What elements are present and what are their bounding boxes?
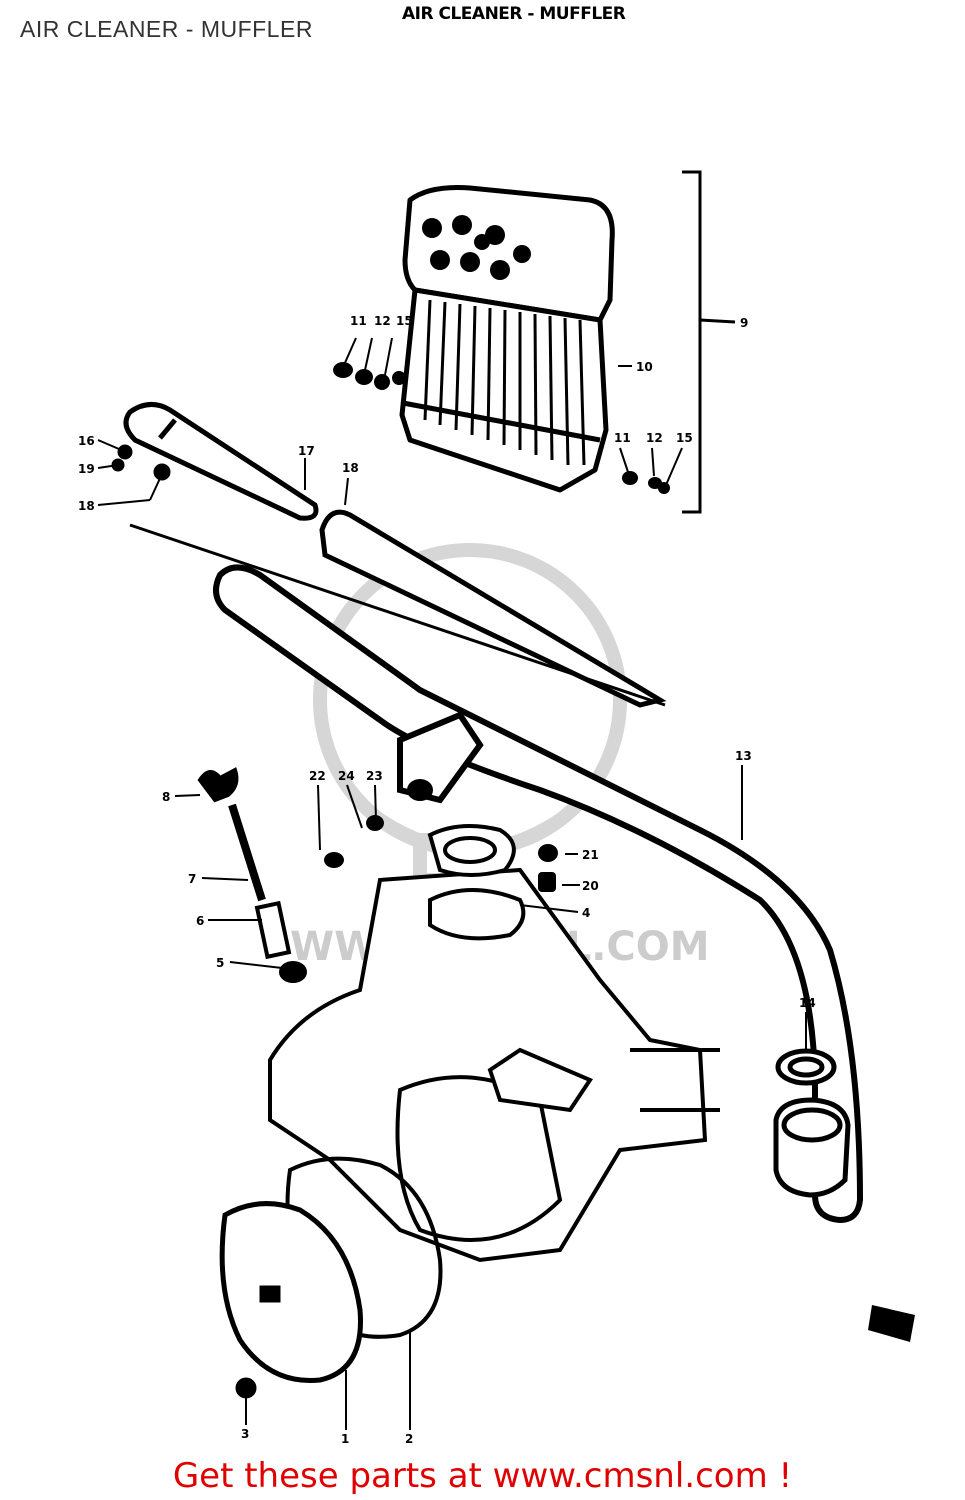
callout-6: 6 [196, 914, 204, 928]
callout-19: 19 [78, 462, 95, 476]
page-title: AIR CLEANER - MUFFLER [20, 16, 313, 42]
callout-numbers: 9 10 11 12 15 11 12 15 16 19 18 17 13 18… [78, 314, 816, 1446]
callout-1: 1 [341, 1432, 349, 1446]
callout-16: 16 [78, 434, 95, 448]
callout-14: 14 [799, 996, 816, 1010]
assembly-bracket [682, 170, 736, 514]
callout-22: 22 [309, 769, 326, 783]
intake-hose [319, 509, 667, 708]
air-cleaner-assembly [399, 185, 615, 493]
intake-tube [111, 402, 319, 521]
callout-4: 4 [582, 906, 590, 920]
crankcase-cover [219, 1201, 363, 1399]
callout-11: 11 [350, 314, 367, 328]
bracket-fasteners [324, 815, 558, 892]
muffler [773, 1048, 851, 1198]
callout-10: 10 [636, 360, 653, 374]
callout-13: 13 [735, 749, 752, 763]
callout-8: 8 [162, 790, 170, 804]
callout-7: 7 [188, 872, 196, 886]
footer-parts-link[interactable]: Get these parts at www.cmsnl.com ! [172, 1456, 793, 1496]
leader-lines [97, 337, 807, 1430]
callout-15: 15 [396, 314, 413, 328]
callout-3: 3 [241, 1427, 249, 1441]
air-cleaner-fasteners [333, 362, 670, 494]
rubber-damper [868, 1305, 915, 1342]
callout-24: 24 [338, 769, 355, 783]
stud-and-nut-stack [197, 767, 307, 983]
callout-2: 2 [405, 1432, 413, 1446]
callout-12: 12 [374, 314, 391, 328]
callout-18: 18 [78, 499, 95, 513]
callout-23: 23 [366, 769, 383, 783]
callout-12b: 12 [646, 431, 663, 445]
callout-20: 20 [582, 879, 599, 893]
callout-18b: 18 [342, 461, 359, 475]
callout-17: 17 [298, 444, 315, 458]
engine-crankcase [268, 824, 720, 1263]
diagram-header: AIR CLEANER - MUFFLER [402, 4, 626, 24]
callout-21: 21 [582, 848, 599, 862]
callout-11b: 11 [614, 431, 631, 445]
callout-9: 9 [740, 316, 748, 330]
callout-5: 5 [216, 956, 224, 970]
exhaust-pipe [129, 523, 864, 1224]
callout-15b: 15 [676, 431, 693, 445]
